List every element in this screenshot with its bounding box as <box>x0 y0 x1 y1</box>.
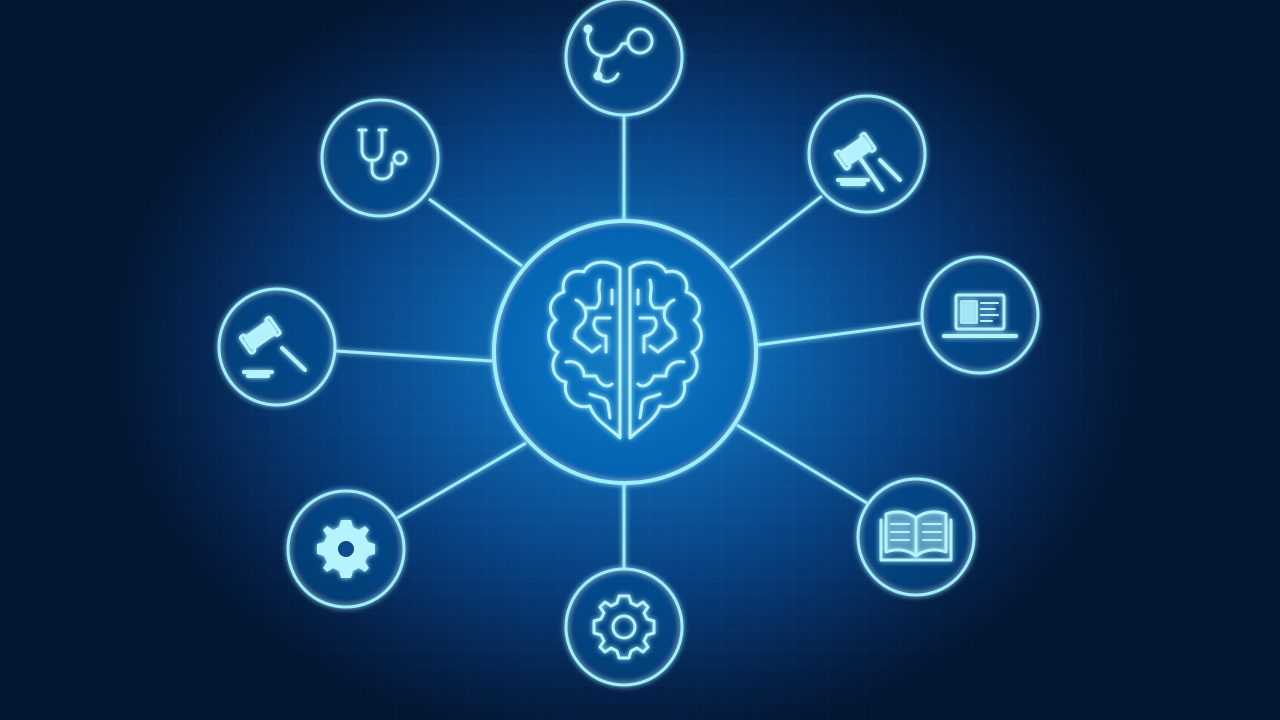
node-bottom <box>564 567 684 687</box>
gear-outline-icon <box>592 594 656 660</box>
connector-lines <box>335 115 922 569</box>
gear-icon <box>317 520 375 578</box>
connector-upper-left <box>428 197 523 268</box>
connector-lower-right <box>736 423 868 505</box>
node-left <box>217 287 337 407</box>
connector-lower-left <box>396 441 527 520</box>
stethoscope-icon <box>583 24 654 83</box>
connector-left <box>335 349 493 363</box>
hub-ring <box>492 219 758 485</box>
node-upper-right <box>807 94 927 214</box>
book-icon <box>879 510 953 562</box>
brain-icon <box>547 260 703 440</box>
gavel-icon <box>833 131 902 192</box>
gavel-icon <box>238 315 307 378</box>
node-top <box>564 0 684 117</box>
stethoscope-icon <box>357 128 408 181</box>
connector-right <box>756 321 922 347</box>
laptop-icon <box>942 293 1018 338</box>
connector-upper-right <box>729 194 823 270</box>
